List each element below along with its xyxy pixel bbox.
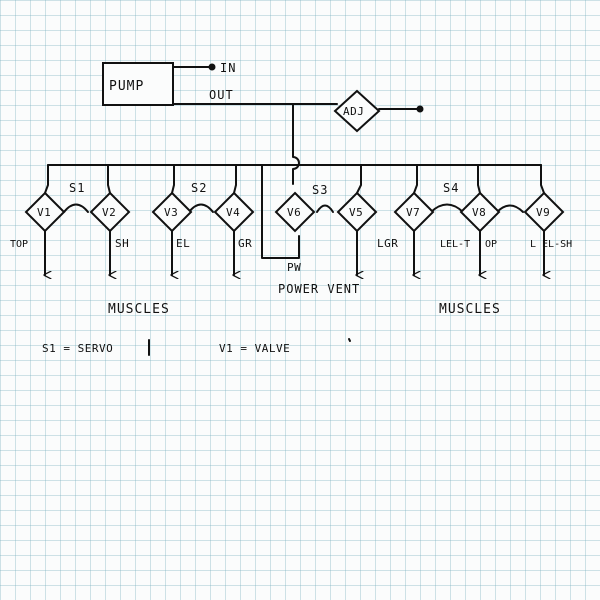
v7-v8-link	[430, 203, 464, 213]
output-label-l-el-sh: L EL-SH	[530, 239, 572, 250]
adjuster-out-port	[416, 105, 424, 113]
legend-mark	[348, 338, 351, 342]
valve-label-v7: V7	[406, 206, 420, 219]
valve-v7: V7	[393, 191, 435, 233]
s1-branch	[44, 164, 111, 194]
adjuster-diamond	[333, 89, 381, 133]
valve-label-v4: V4	[226, 206, 240, 219]
valve-label-v1: V1	[37, 206, 51, 219]
legend-valve: V1 = VALVE	[219, 342, 290, 355]
valve-v9: V9	[523, 191, 565, 233]
valve-v1: V1	[24, 191, 66, 233]
pump-box	[102, 62, 174, 106]
pump-out-label: OUT	[209, 88, 234, 102]
valve-label-v3: V3	[164, 206, 178, 219]
valve-v3: V3	[151, 191, 193, 233]
valve-label-v5: V5	[349, 206, 363, 219]
output-label-gr: GR	[238, 237, 252, 250]
servo-label-s3: S3	[312, 183, 328, 197]
pump-in-label: IN	[220, 61, 236, 75]
muscles-label-left: MUSCLES	[108, 302, 170, 317]
servo-label-s4: S4	[443, 181, 459, 195]
valve-label-v9: V9	[536, 206, 550, 219]
valve-v8: V8	[459, 191, 501, 233]
servo-label-s1: S1	[69, 181, 85, 195]
output-label-pw: PW	[287, 261, 301, 274]
v8-v9-link	[496, 204, 524, 213]
power-vent-label: POWER VENT	[278, 282, 360, 296]
v3-v4-link	[188, 203, 214, 213]
output-label-el: EL	[176, 237, 190, 250]
valve-label-v8: V8	[472, 206, 486, 219]
adjuster-label: ADJ	[343, 105, 364, 118]
valve-label-v2: V2	[102, 206, 116, 219]
valve-v5: V5	[336, 191, 378, 233]
valve-v6: V6	[274, 191, 316, 233]
v6-v5-link	[316, 204, 334, 213]
valve-label-v6: V6	[287, 206, 301, 219]
s4-branch	[413, 164, 545, 194]
v1-v2-link	[63, 203, 89, 213]
pump-label: PUMP	[109, 79, 144, 94]
valve-v2: V2	[89, 191, 131, 233]
valve-v4: V4	[213, 191, 255, 233]
servo-label-s2: S2	[191, 181, 207, 195]
legend-servo: S1 = SERVO	[42, 342, 113, 355]
trunk-line	[292, 103, 300, 185]
output-label-lel-t: LEL-T	[440, 239, 470, 250]
output-label-lgr: LGR	[377, 237, 398, 250]
power-vent-loop	[261, 164, 300, 259]
s3-branch	[356, 164, 362, 194]
muscles-label-right: MUSCLES	[439, 302, 501, 317]
output-label-top: TOP	[10, 239, 28, 250]
pump-in-port	[208, 63, 216, 71]
output-label-op: OP	[485, 239, 497, 250]
output-label-sh: SH	[115, 237, 129, 250]
s2-branch	[171, 164, 237, 194]
